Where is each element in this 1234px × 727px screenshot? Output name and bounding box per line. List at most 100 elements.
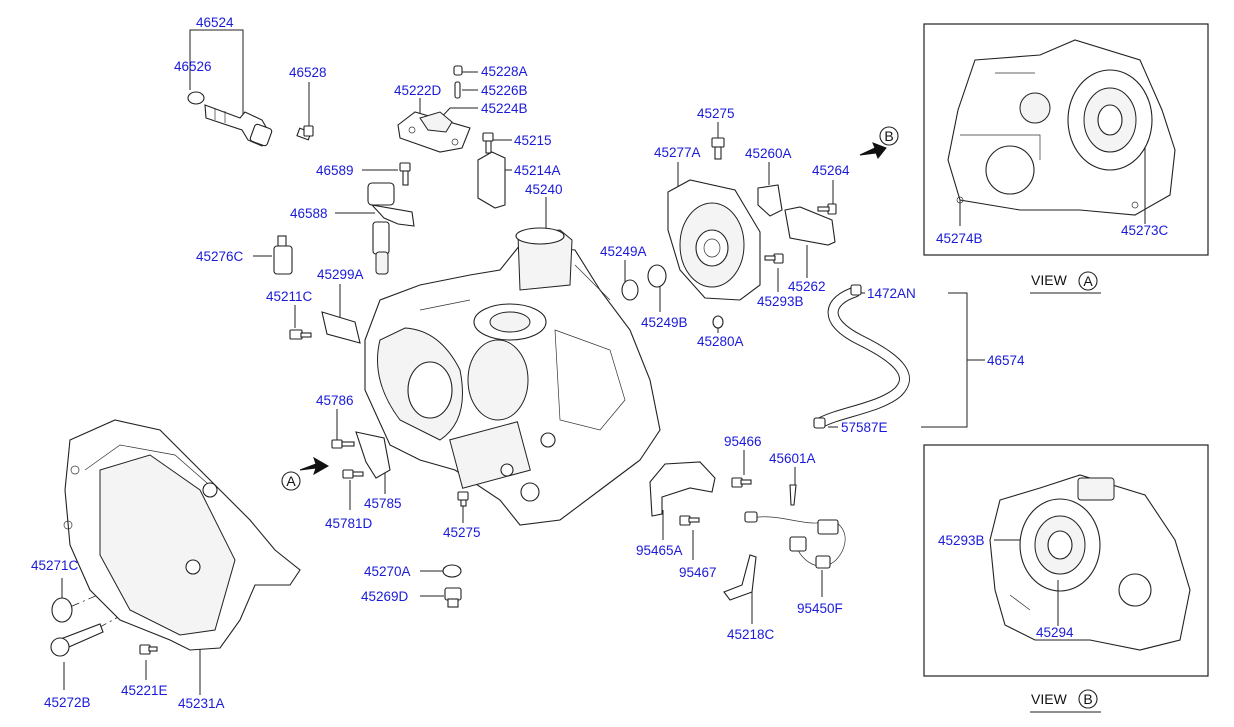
bolt-95467[interactable] [679,515,700,526]
part-label[interactable]: 46588 [290,206,328,221]
bracket-95465A[interactable] [649,461,716,517]
part-label[interactable]: 95466 [724,434,762,449]
bolt-45275-bottom[interactable] [457,491,469,507]
part-label[interactable]: 45293B [938,533,985,548]
part-label[interactable]: 45273C [1121,223,1169,238]
bolt-46528[interactable] [296,125,314,141]
part-label[interactable]: 46524 [196,15,234,30]
part-label[interactable]: 45276C [196,249,244,264]
plate-45262[interactable] [784,206,836,246]
view-a-title: VIEW [1031,272,1068,288]
part-label[interactable]: 45270A [364,564,411,579]
bolt-45221E[interactable] [139,644,158,655]
part-label[interactable]: 45260A [745,146,792,161]
transmission-case-45240[interactable] [364,227,661,526]
bolt-45781D[interactable] [342,469,364,479]
part-label[interactable]: 45271C [31,558,79,573]
part-label[interactable]: 95467 [679,565,717,580]
gasket-45299A[interactable] [321,311,361,344]
part-label[interactable]: 45211C [266,289,313,304]
bolt-45293B[interactable] [764,253,784,264]
part-label[interactable]: 45262 [788,279,826,294]
plug-45228A[interactable] [453,65,463,76]
part-label[interactable]: 45264 [812,163,850,178]
washer-45270A[interactable] [442,564,462,578]
o-ring-45280A[interactable] [712,315,724,329]
view-a-title-marker: A [1083,273,1093,289]
bolt-45272B[interactable] [50,623,104,657]
part-label[interactable]: 45294 [1036,625,1074,640]
bracket-45785[interactable] [355,431,391,479]
view-b-title-marker: B [1083,691,1092,707]
part-label[interactable]: 45781D [325,516,373,531]
part-label[interactable]: 45226B [481,83,528,98]
part-label[interactable]: 45601A [769,451,816,466]
view-b-title: VIEW [1031,691,1068,707]
view-a-arrow: A [281,456,330,491]
seal-45271C[interactable] [51,597,73,623]
pin-45226B[interactable] [454,81,461,99]
part-label[interactable]: 46526 [174,59,212,74]
bottle-45276C[interactable] [273,235,293,275]
part-label[interactable]: 45272B [44,695,91,710]
bolt-95466[interactable] [731,477,752,488]
part-label[interactable]: 45293B [757,294,804,309]
part-label[interactable]: 45228A [481,64,528,79]
part-label[interactable]: 45275 [697,106,735,121]
part-label[interactable]: 45299A [317,267,364,282]
bolt-45215[interactable] [482,132,494,154]
part-label[interactable]: 45214A [514,163,561,178]
breather-hose-46574[interactable] [813,284,910,429]
part-label[interactable]: 46574 [987,353,1025,368]
view-a-title-circle [1078,271,1098,291]
bracket-45218C[interactable] [723,554,757,601]
part-label[interactable]: 95450F [797,601,843,616]
part-label[interactable]: 45215 [514,133,552,148]
seal-45249B[interactable] [647,264,667,288]
seal-45249A[interactable] [621,279,639,301]
part-label[interactable]: 45277A [654,145,701,160]
part-label[interactable]: 45221E [121,683,168,698]
bolt-45211C[interactable] [289,329,312,340]
part-label[interactable]: 46589 [316,163,354,178]
converter-housing-45231A[interactable] [63,419,301,651]
part-label[interactable]: 57587E [841,420,888,435]
part-label[interactable]: 45224B [481,101,528,116]
o-ring-46526[interactable] [187,91,205,105]
bolt-45275-top[interactable] [711,137,725,160]
part-label[interactable]: 45231A [178,696,225,711]
drain-plug-45269D[interactable] [444,587,462,608]
bolt-46589[interactable] [399,162,411,186]
view-b-drawing [989,474,1191,651]
part-label[interactable]: 1472AN [867,286,916,301]
part-label[interactable]: 45249B [641,315,688,330]
bolt-45786[interactable] [331,439,355,449]
view-a-drawing [947,39,1176,226]
part-label[interactable]: 45222D [394,83,442,98]
gasket-45260A[interactable] [757,184,783,217]
part-label[interactable]: 45280A [697,334,744,349]
part-label[interactable]: 45275 [443,525,481,540]
wiring-harness-95450F[interactable] [744,511,846,569]
part-label[interactable]: 45218C [727,627,775,642]
part-label[interactable]: 45249A [600,244,647,259]
part-label[interactable]: 46528 [289,65,327,80]
part-label[interactable]: 45240 [525,182,563,197]
part-label[interactable]: 45786 [316,393,354,408]
part-label[interactable]: 45785 [364,496,402,511]
view-b-arrow: B [859,126,899,159]
cover-45277A[interactable] [667,179,761,301]
part-label[interactable]: 45274B [936,231,983,246]
speed-sensor-46524[interactable] [204,104,273,147]
bolt-45264[interactable] [817,203,837,215]
sensor-46588[interactable] [367,182,415,275]
control-unit-45222D[interactable] [397,111,471,153]
part-label[interactable]: 95465A [636,543,683,558]
view-b-title-circle [1078,689,1098,709]
part-label[interactable]: 45269D [361,589,409,604]
pin-45601A[interactable] [789,484,797,506]
view-a-marker: A [286,473,296,489]
view-b-marker: B [884,128,893,144]
bracket-45214A[interactable] [477,151,506,209]
